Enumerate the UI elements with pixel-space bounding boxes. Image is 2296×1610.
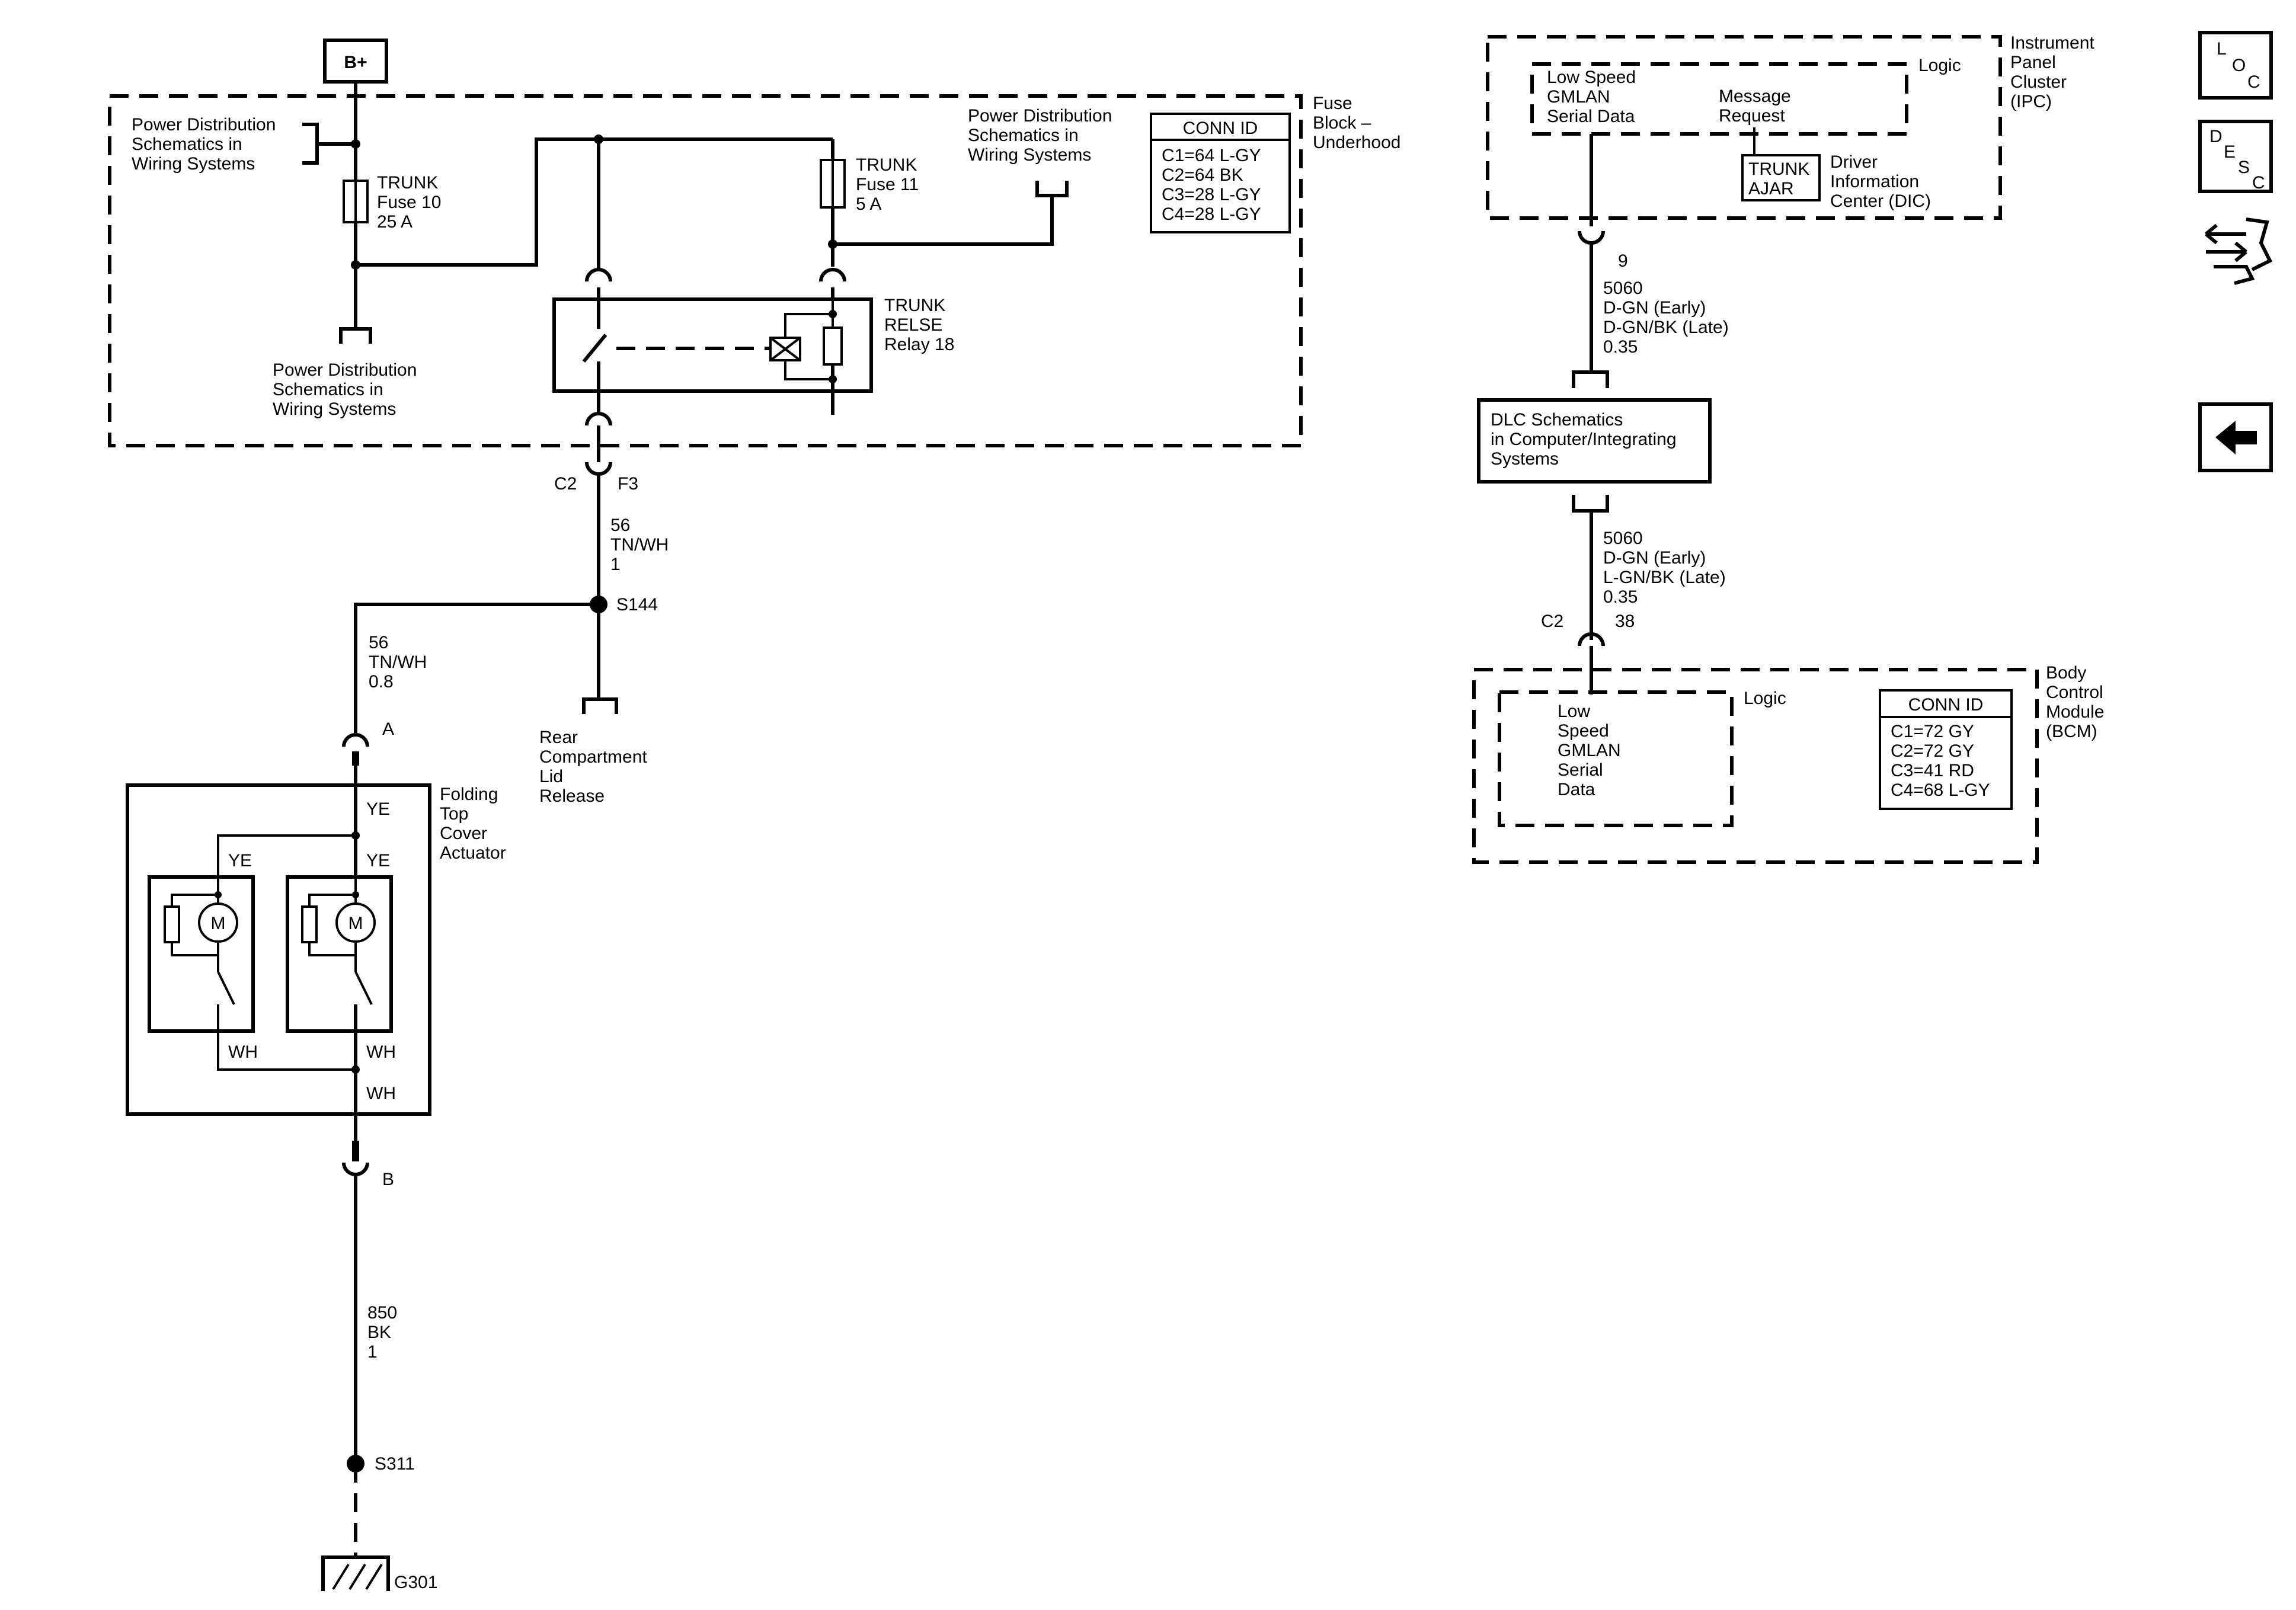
svg-text:O: O bbox=[2232, 56, 2246, 75]
splice-s311-label: S311 bbox=[375, 1454, 415, 1474]
dic-label: Driver Information Center (DIC) bbox=[1830, 152, 1931, 211]
folding-top-cover-actuator: YE YE YE M M WH WH WH bbox=[126, 766, 431, 1116]
back-arrow-icon bbox=[2215, 421, 2257, 454]
svg-text:WH: WH bbox=[228, 1042, 258, 1062]
svg-text:Logic: Logic bbox=[1744, 689, 1786, 708]
connector-c2-f3-male bbox=[585, 462, 612, 476]
svg-text:WH: WH bbox=[366, 1042, 396, 1062]
ipc-name: Instrument Panel Cluster (IPC) bbox=[2010, 33, 2099, 111]
svg-text:C2=64 BK: C2=64 BK bbox=[1162, 165, 1243, 185]
location-button[interactable]: L O C bbox=[2198, 31, 2273, 100]
svg-text:C3=41 RD: C3=41 RD bbox=[1891, 761, 1974, 780]
trunk-ajar-indicator bbox=[1741, 154, 1821, 201]
svg-text:S: S bbox=[2238, 158, 2250, 177]
ipc-serial-data-label: Low Speed GMLAN Serial Data bbox=[1547, 68, 1641, 126]
svg-text:E: E bbox=[2224, 142, 2236, 162]
bcm-connector-name: C2 bbox=[1541, 612, 1563, 631]
fuse-10-label: TRUNK Fuse 10 25 A bbox=[377, 173, 446, 232]
svg-text:C1=64 L-GY: C1=64 L-GY bbox=[1162, 146, 1261, 165]
fuse-block-outline bbox=[108, 94, 1303, 447]
pin-9-label: 9 bbox=[1618, 251, 1628, 271]
svg-text:AJAR: AJAR bbox=[1748, 179, 1794, 199]
connector-tool-icon[interactable] bbox=[2205, 217, 2273, 285]
battery-label: B+ bbox=[344, 53, 367, 72]
pd-reference-right: Power Distribution Schematics in Wiring … bbox=[968, 106, 1117, 165]
svg-text:C3=28 L-GY: C3=28 L-GY bbox=[1162, 185, 1261, 204]
fuse-block-conn-id-table: CONN ID C1=64 L-GY C2=64 BK C3=28 L-GY C… bbox=[1150, 113, 1291, 233]
svg-text:Systems: Systems bbox=[1491, 449, 1559, 469]
connector-c2-name: C2 bbox=[554, 474, 577, 494]
pin-b-label: B bbox=[382, 1170, 394, 1189]
back-button[interactable] bbox=[2198, 402, 2273, 472]
svg-text:YE: YE bbox=[228, 851, 252, 870]
svg-text:M: M bbox=[348, 914, 363, 933]
bcm-name: Body Control Module (BCM) bbox=[2046, 663, 2109, 741]
pin-a-label: A bbox=[382, 719, 394, 739]
fuse-block-name: Fuse Block – Underhood bbox=[1313, 94, 1400, 152]
svg-text:DLC Schematics: DLC Schematics bbox=[1491, 410, 1623, 430]
connector-c2-pin: F3 bbox=[618, 474, 638, 494]
wire-850-label: 850 BK 1 bbox=[367, 1303, 402, 1362]
wire-5060-top-label: 5060 D-GN (Early) D-GN/BK (Late) 0.35 bbox=[1603, 279, 1734, 357]
svg-text:L: L bbox=[2217, 39, 2227, 59]
body-control-module: Logic Low Speed GMLAN Serial Data CONN I… bbox=[1472, 668, 2039, 864]
pin-9-connector bbox=[1578, 231, 1605, 245]
pin-a-connector bbox=[342, 733, 369, 747]
fuse-block-underhood: Fuse Block – Underhood bbox=[108, 94, 1400, 447]
rear-compartment-release-label: Rear Compartment Lid Release bbox=[539, 728, 652, 806]
svg-text:YE: YE bbox=[366, 851, 390, 870]
pd-reference-bottom-left: Power Distribution Schematics in Wiring … bbox=[273, 360, 422, 419]
connector-c2-f3-female bbox=[585, 412, 612, 426]
trunk-release-relay bbox=[552, 297, 873, 415]
ipc-message-request-label: Message Request bbox=[1719, 87, 1796, 126]
wire-56-main-label: 56 TN/WH 1 bbox=[610, 516, 674, 574]
svg-text:CONN ID: CONN ID bbox=[1908, 695, 1984, 715]
svg-text:WH: WH bbox=[366, 1084, 396, 1103]
svg-text:M: M bbox=[211, 914, 226, 933]
svg-text:C4=68 L-GY: C4=68 L-GY bbox=[1891, 780, 1990, 800]
svg-text:C: C bbox=[2247, 72, 2260, 92]
svg-text:D: D bbox=[2209, 127, 2223, 146]
ground-g301-label: G301 bbox=[394, 1573, 437, 1592]
bcm-conn-id-table: CONN ID C1=72 GY C2=72 GY C3=41 RD C4=68… bbox=[1879, 689, 2013, 810]
description-button[interactable]: D E S C bbox=[2198, 120, 2273, 193]
svg-text:C: C bbox=[2252, 173, 2265, 193]
battery-positive: B+ bbox=[323, 39, 388, 84]
svg-text:C4=28 L-GY: C4=28 L-GY bbox=[1162, 204, 1261, 224]
actuator-name: Folding Top Cover Actuator bbox=[440, 785, 506, 863]
bcm-connector-pin: 38 bbox=[1615, 612, 1635, 631]
svg-text:YE: YE bbox=[366, 799, 390, 819]
wire-5060-bottom-label: 5060 D-GN (Early) L-GN/BK (Late) 0.35 bbox=[1603, 529, 1731, 607]
svg-text:C1=72 GY: C1=72 GY bbox=[1891, 722, 1974, 741]
svg-text:in Computer/Integrating: in Computer/Integrating bbox=[1491, 430, 1677, 449]
wire-56-branch-label: 56 TN/WH 0.8 bbox=[369, 633, 432, 692]
relay-label: TRUNK RELSE Relay 18 bbox=[884, 296, 954, 354]
splice-s144-label: S144 bbox=[616, 595, 658, 614]
instrument-panel-cluster: Logic Low Speed GMLAN Serial Data Messag… bbox=[1486, 35, 2002, 220]
pin-b-connector bbox=[342, 1162, 369, 1176]
svg-text:CONN ID: CONN ID bbox=[1183, 119, 1258, 138]
fuse-11-label: TRUNK Fuse 11 5 A bbox=[856, 155, 924, 214]
ground-g301 bbox=[321, 1555, 390, 1591]
bcm-serial-data-label: Low Speed GMLAN Serial Data bbox=[1558, 702, 1626, 799]
svg-text:C2=72 GY: C2=72 GY bbox=[1891, 741, 1974, 761]
pd-reference-top-left: Power Distribution Schematics in Wiring … bbox=[132, 115, 281, 174]
svg-text:Logic: Logic bbox=[1918, 56, 1961, 75]
bcm-pin-38-connector bbox=[1578, 632, 1605, 646]
relay-coil bbox=[823, 327, 843, 366]
dlc-schematics-reference: DLC Schematics in Computer/Integrating S… bbox=[1477, 398, 1712, 484]
svg-text:TRUNK: TRUNK bbox=[1748, 159, 1809, 179]
